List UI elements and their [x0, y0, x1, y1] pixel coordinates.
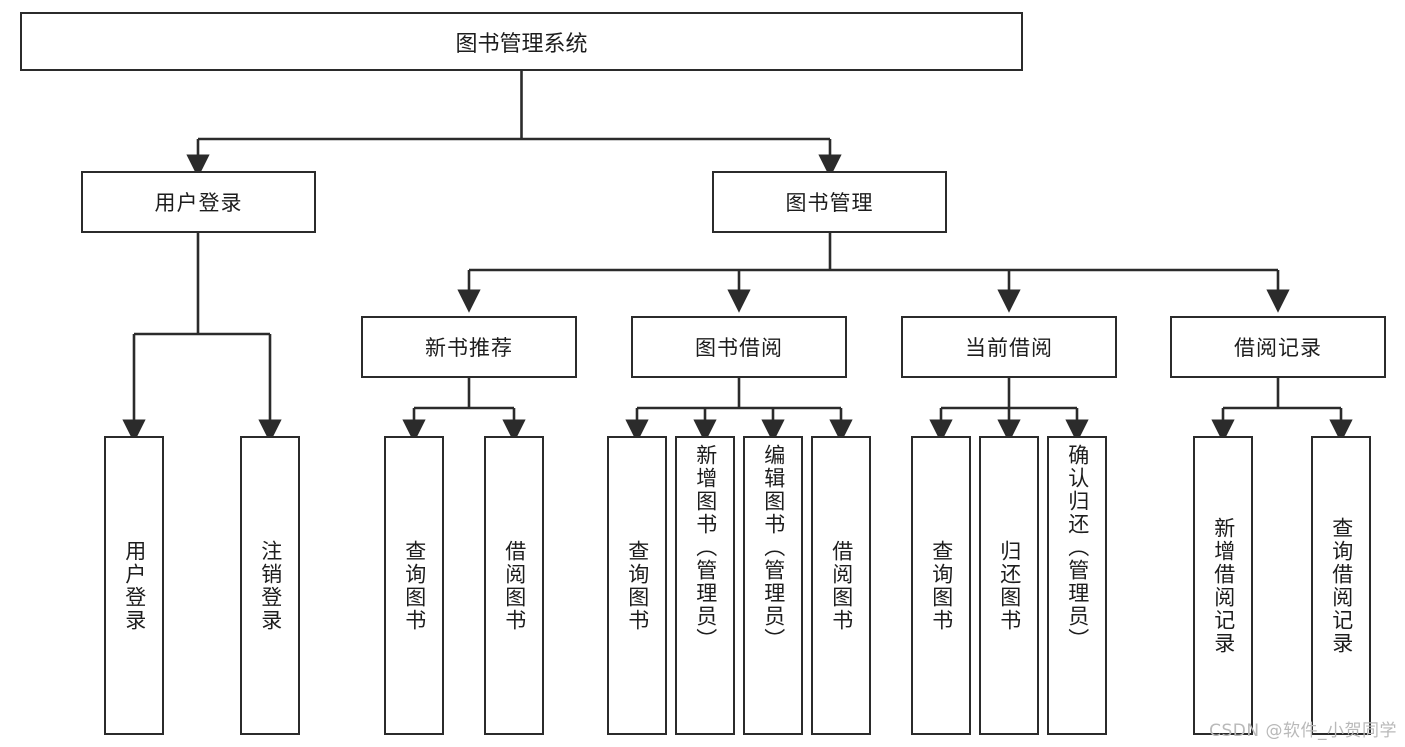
node-book-borrow[interactable]: 图书借阅	[631, 316, 847, 378]
node-label: 图书管理系统	[455, 31, 588, 57]
leaf-label: 查询图书	[625, 539, 650, 632]
leaf-query-book-borrow[interactable]: 查询图书	[607, 436, 667, 735]
node-label: 当前借阅	[965, 336, 1053, 360]
leaf-label: 用户登录	[122, 539, 147, 632]
leaf-label: 确认归还（管理员）	[1065, 444, 1090, 651]
node-book-management[interactable]: 图书管理	[712, 171, 947, 233]
leaf-label: 注销登录	[258, 539, 283, 632]
leaf-borrow-book-new[interactable]: 借阅图书	[484, 436, 544, 735]
leaf-label: 归还图书	[997, 539, 1022, 632]
leaf-label: 借阅图书	[829, 539, 854, 632]
node-label: 图书管理	[785, 191, 874, 215]
leaf-label: 查询借阅记录	[1329, 516, 1354, 655]
node-user-login[interactable]: 用户登录	[81, 171, 316, 233]
leaf-label: 查询图书	[402, 539, 427, 632]
node-label: 用户登录	[154, 191, 243, 215]
node-current-borrow[interactable]: 当前借阅	[901, 316, 1117, 378]
node-label: 借阅记录	[1234, 336, 1322, 360]
node-label: 新书推荐	[425, 336, 513, 360]
leaf-label: 新增借阅记录	[1211, 516, 1236, 655]
node-new-book-recommend[interactable]: 新书推荐	[361, 316, 577, 378]
leaf-edit-book-admin[interactable]: 编辑图书（管理员）	[743, 436, 803, 735]
leaf-label: 借阅图书	[502, 539, 527, 632]
node-label: 图书借阅	[695, 336, 783, 360]
leaf-return-book[interactable]: 归还图书	[979, 436, 1039, 735]
leaf-add-borrow-record[interactable]: 新增借阅记录	[1193, 436, 1253, 735]
leaf-query-book-current[interactable]: 查询图书	[911, 436, 971, 735]
watermark-text: CSDN @软件_小贺同学	[1209, 721, 1397, 741]
leaf-user-login[interactable]: 用户登录	[104, 436, 164, 735]
leaf-query-borrow-record[interactable]: 查询借阅记录	[1311, 436, 1371, 735]
leaf-confirm-return-admin[interactable]: 确认归还（管理员）	[1047, 436, 1107, 735]
node-borrow-record[interactable]: 借阅记录	[1170, 316, 1386, 378]
node-root-system[interactable]: 图书管理系统	[20, 12, 1023, 71]
leaf-logout[interactable]: 注销登录	[240, 436, 300, 735]
leaf-label: 新增图书（管理员）	[693, 444, 718, 651]
leaf-add-book-admin[interactable]: 新增图书（管理员）	[675, 436, 735, 735]
leaf-query-book-new[interactable]: 查询图书	[384, 436, 444, 735]
leaf-label: 查询图书	[929, 539, 954, 632]
leaf-label: 编辑图书（管理员）	[761, 444, 786, 651]
leaf-borrow-book[interactable]: 借阅图书	[811, 436, 871, 735]
